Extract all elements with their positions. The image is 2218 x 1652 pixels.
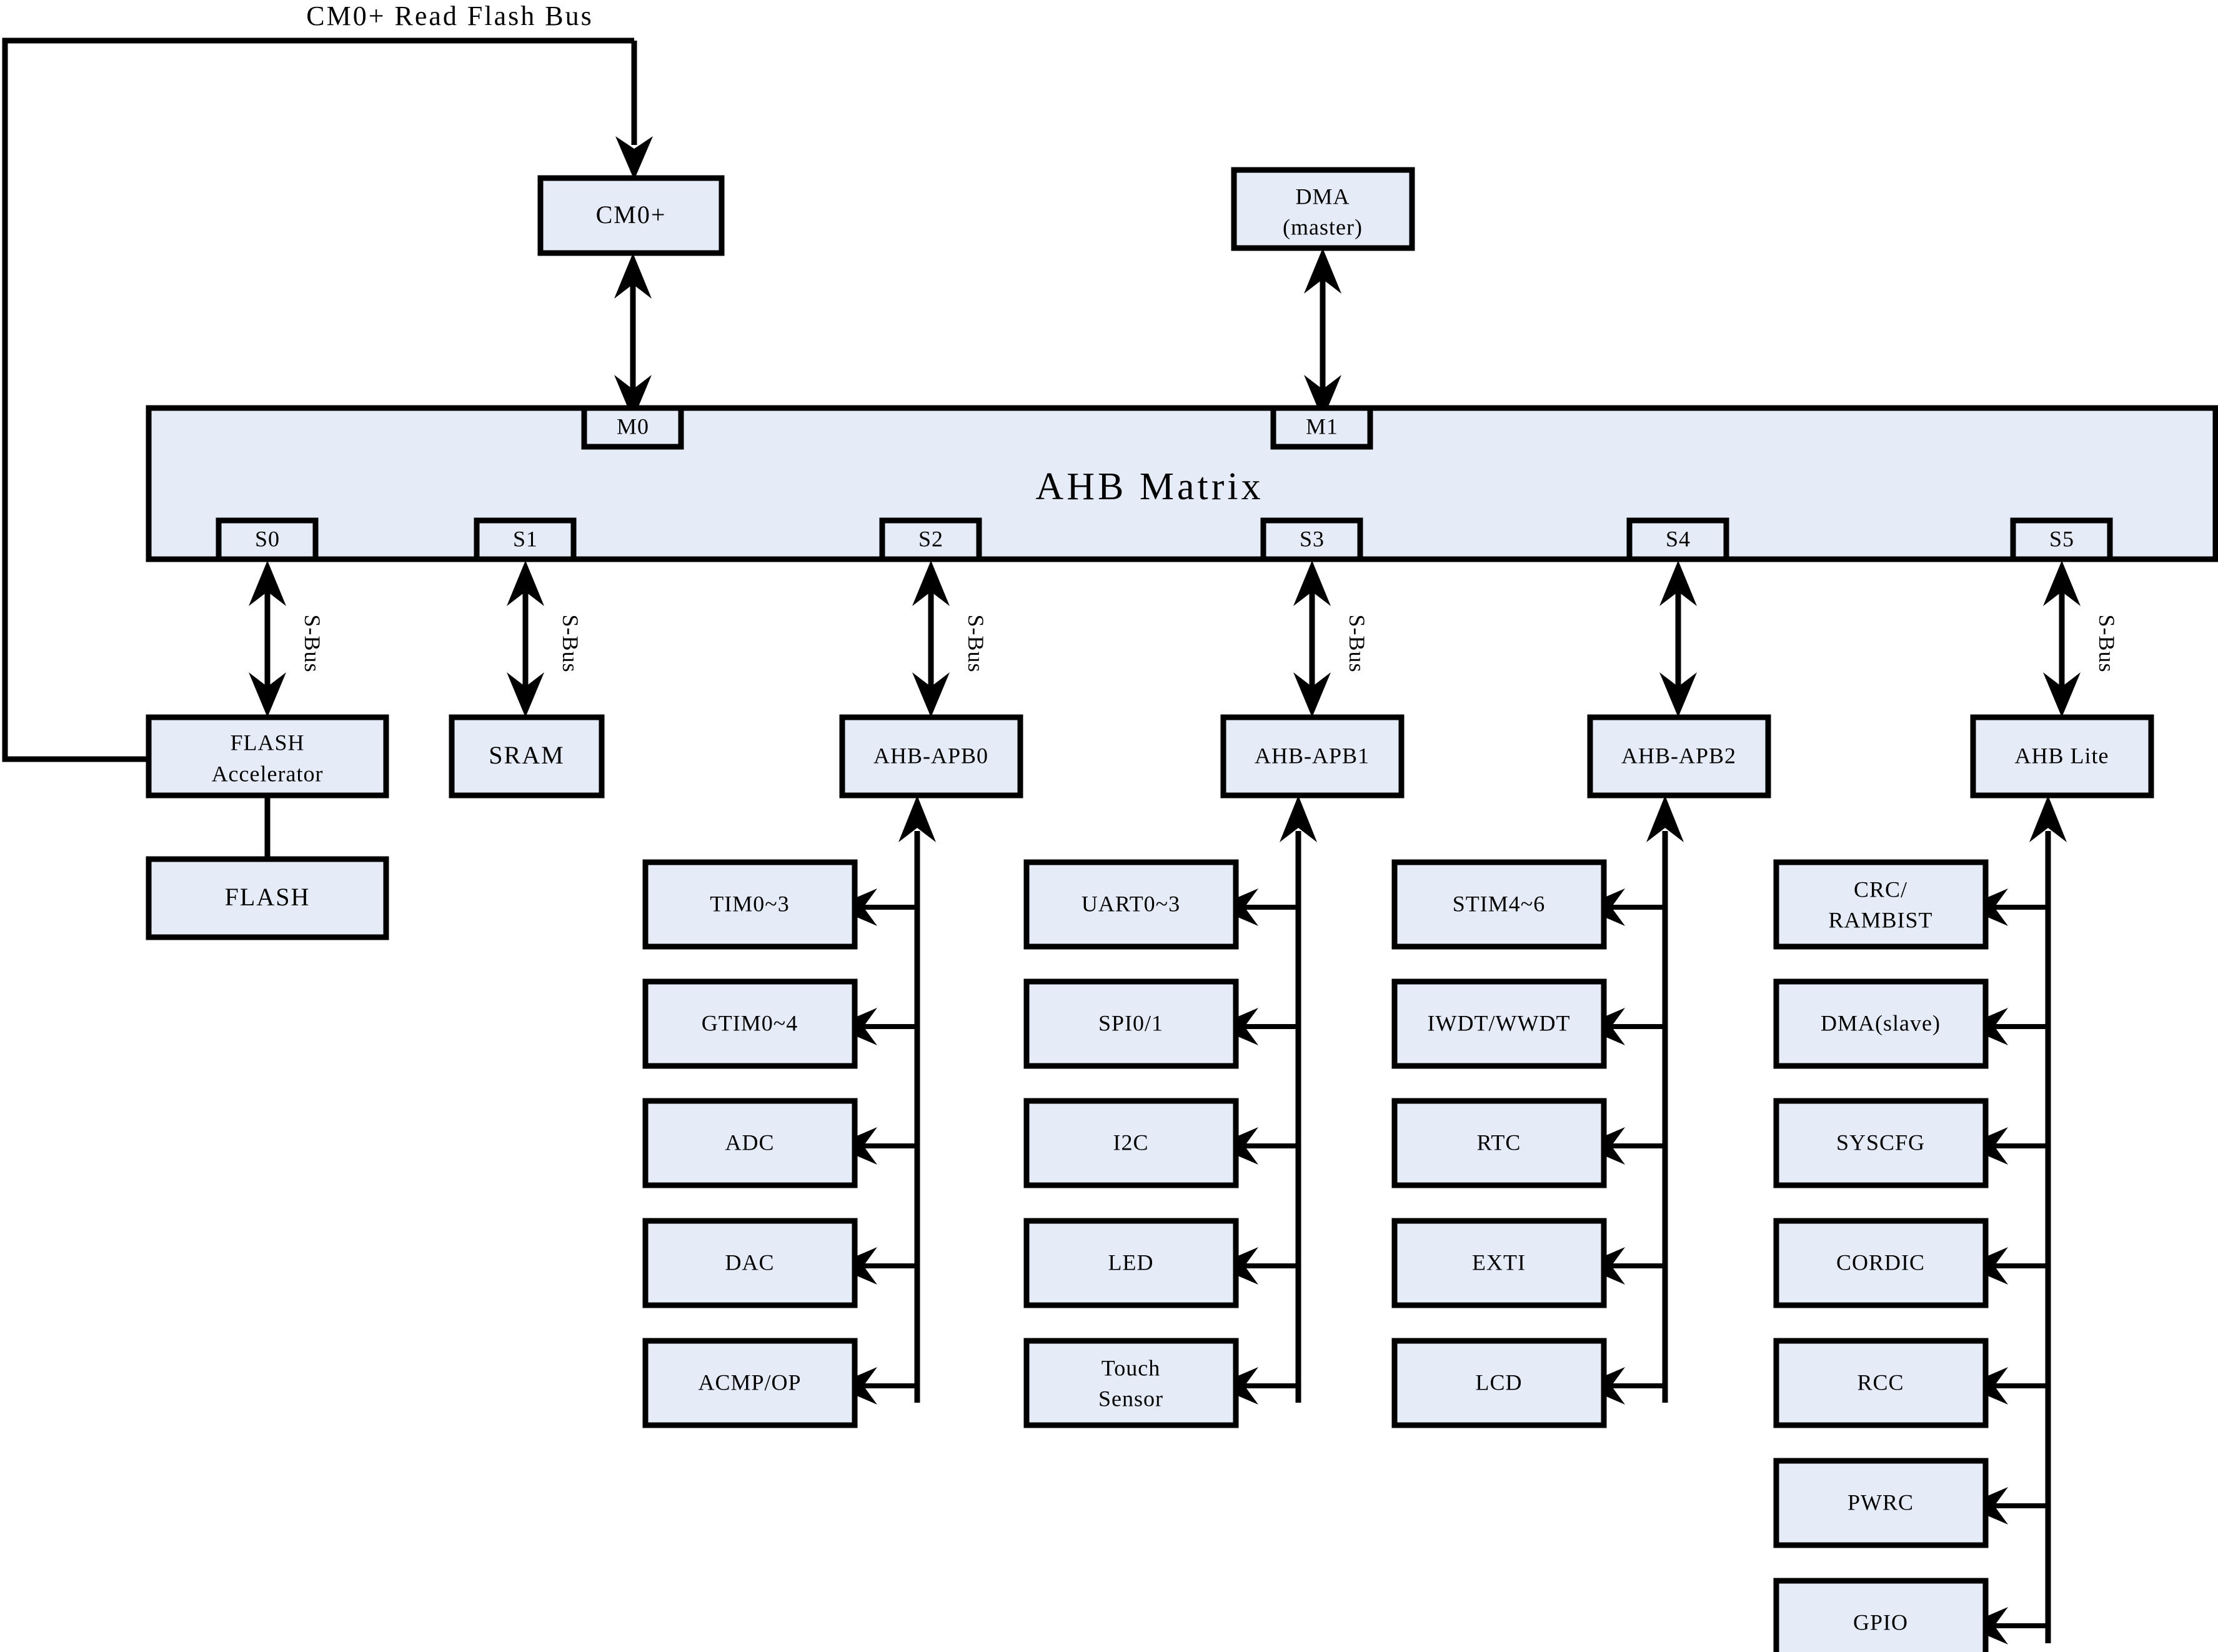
peripheral-i2c-box[interactable]	[1023, 1098, 1239, 1188]
peripheral-tim0-3-label: TIM0~3	[710, 891, 789, 916]
s5-sbus-label: S-Bus	[2094, 614, 2119, 672]
flash-box[interactable]	[146, 856, 389, 940]
ahb-apb0-label: AHB-APB0	[873, 743, 988, 768]
port-s0-label: S0	[255, 526, 280, 551]
ahb-lite-box[interactable]	[1970, 714, 2154, 799]
flash-accelerator-box[interactable]	[146, 714, 389, 799]
peripheral-gpio-label: GPIO	[1853, 1610, 1908, 1635]
port-m1[interactable]	[1270, 405, 1373, 450]
flash-accelerator-line2: Accelerator	[212, 761, 324, 786]
s5-sbus-arrow	[2043, 560, 2081, 717]
cm0-box[interactable]	[537, 175, 725, 256]
peripheral-touch-sensor-line1: Touch	[1102, 1355, 1160, 1380]
peripheral-iwdt-wwdt-box[interactable]	[1391, 978, 1607, 1069]
s1-sbus-arrow	[507, 560, 544, 717]
dma-master-line2: (master)	[1283, 214, 1363, 239]
port-s0[interactable]	[216, 517, 319, 562]
dma-to-m1-arrow	[1304, 248, 1341, 420]
peripheral-dac-box[interactable]	[642, 1218, 858, 1308]
sram-box-label: SRAM	[489, 741, 564, 769]
port-s1-label: S1	[513, 526, 538, 551]
port-m1-label: M1	[1306, 414, 1338, 439]
peripheral-spi0-1-label: SPI0/1	[1098, 1010, 1163, 1035]
peripheral-rtc-box[interactable]	[1391, 1098, 1607, 1188]
peripheral-dma-slave-box[interactable]	[1773, 978, 1989, 1069]
peripheral-syscfg-box[interactable]	[1773, 1098, 1989, 1188]
ahb-apb1-box[interactable]	[1220, 714, 1405, 799]
cm0-read-flash-bus-label: CM0+ Read Flash Bus	[306, 1, 594, 31]
peripheral-pwrc-box[interactable]	[1773, 1458, 1989, 1548]
peripheral-syscfg-label: SYSCFG	[1836, 1130, 1925, 1155]
flash-accelerator-line1: FLASH	[230, 730, 304, 755]
peripheral-crc-rambist-line2: RAMBIST	[1828, 907, 1932, 932]
dma-master-box[interactable]	[1231, 167, 1415, 251]
cm0-box-label: CM0+	[596, 201, 667, 229]
port-s5-label: S5	[2049, 526, 2074, 551]
dma-master-line1: DMA	[1295, 184, 1350, 209]
s1-sbus-label: S-Bus	[558, 614, 583, 672]
s4-sbus-arrow	[1659, 560, 1697, 717]
peripheral-rcc-label: RCC	[1857, 1370, 1904, 1395]
s0-sbus-label: S-Bus	[300, 614, 325, 672]
ahb-apb2-label: AHB-APB2	[1621, 743, 1736, 768]
peripheral-gtim0-4-box[interactable]	[642, 978, 858, 1069]
s3-sbus-arrow	[1293, 560, 1331, 717]
peripheral-led-box[interactable]	[1023, 1218, 1239, 1308]
port-s1[interactable]	[474, 517, 577, 562]
peripheral-i2c-label: I2C	[1113, 1130, 1149, 1155]
port-m0[interactable]	[581, 405, 684, 450]
s3-sbus-label: S-Bus	[1345, 614, 1370, 672]
s2-sbus-label: S-Bus	[963, 614, 988, 672]
peripheral-stim4-6-box[interactable]	[1391, 859, 1607, 950]
peripheral-spi0-1-box[interactable]	[1023, 978, 1239, 1069]
peripheral-gtim0-4-label: GTIM0~4	[702, 1010, 798, 1035]
peripheral-lcd-label: LCD	[1476, 1370, 1523, 1395]
port-s2-label: S2	[918, 526, 943, 551]
peripheral-stim4-6-label: STIM4~6	[1453, 891, 1546, 916]
port-s4[interactable]	[1626, 517, 1729, 562]
peripheral-dac-label: DAC	[725, 1250, 774, 1275]
peripheral-acmp-op-label: ACMP/OP	[698, 1370, 801, 1395]
peripheral-adc-box[interactable]	[642, 1098, 858, 1188]
peripheral-iwdt-wwdt-label: IWDT/WWDT	[1428, 1010, 1571, 1035]
cm0-to-m0-arrow	[614, 253, 652, 420]
peripheral-gpio-box[interactable]	[1773, 1578, 1989, 1652]
s2-sbus-arrow	[912, 560, 950, 717]
peripheral-touch-sensor-line2: Sensor	[1098, 1386, 1163, 1411]
ahb-apb0-box[interactable]	[839, 714, 1023, 799]
peripheral-crc-rambist-box[interactable]	[1773, 859, 1989, 950]
cm0-read-flash-bus-path	[2, 37, 653, 762]
peripheral-tim0-3-box[interactable]	[642, 859, 858, 950]
peripheral-lcd-box[interactable]	[1391, 1338, 1607, 1428]
peripheral-uart0-3-box[interactable]	[1023, 859, 1239, 950]
peripheral-acmp-op-box[interactable]	[642, 1338, 858, 1428]
peripheral-pwrc-label: PWRC	[1848, 1490, 1914, 1515]
ahb-apb2-box[interactable]	[1587, 714, 1771, 799]
port-s2[interactable]	[879, 517, 982, 562]
ahb-apb1-label: AHB-APB1	[1255, 743, 1370, 768]
sram-box[interactable]	[449, 714, 605, 799]
peripheral-crc-rambist-line1: CRC/	[1854, 877, 1907, 902]
peripheral-dma-slave-label: DMA(slave)	[1821, 1010, 1941, 1035]
peripheral-exti-label: EXTI	[1472, 1250, 1526, 1275]
peripheral-rcc-box[interactable]	[1773, 1338, 1989, 1428]
peripheral-led-label: LED	[1108, 1250, 1154, 1275]
flash-box-label: FLASH	[225, 883, 311, 911]
port-s3-label: S3	[1300, 526, 1325, 551]
peripheral-rtc-label: RTC	[1477, 1130, 1521, 1155]
peripheral-adc-label: ADC	[725, 1130, 774, 1155]
peripheral-touch-sensor-box[interactable]	[1023, 1338, 1239, 1428]
port-s5[interactable]	[2010, 517, 2113, 562]
port-s4-label: S4	[1666, 526, 1691, 551]
s0-sbus-arrow	[249, 560, 286, 717]
port-m0-label: M0	[617, 414, 649, 439]
peripheral-cordic-box[interactable]	[1773, 1218, 1989, 1308]
ahb-lite-label: AHB Lite	[2015, 743, 2109, 768]
peripheral-cordic-label: CORDIC	[1836, 1250, 1925, 1275]
ahb-matrix-label: AHB Matrix	[1035, 465, 1263, 508]
peripheral-exti-box[interactable]	[1391, 1218, 1607, 1308]
port-s3[interactable]	[1260, 517, 1363, 562]
peripheral-uart0-3-label: UART0~3	[1082, 891, 1180, 916]
